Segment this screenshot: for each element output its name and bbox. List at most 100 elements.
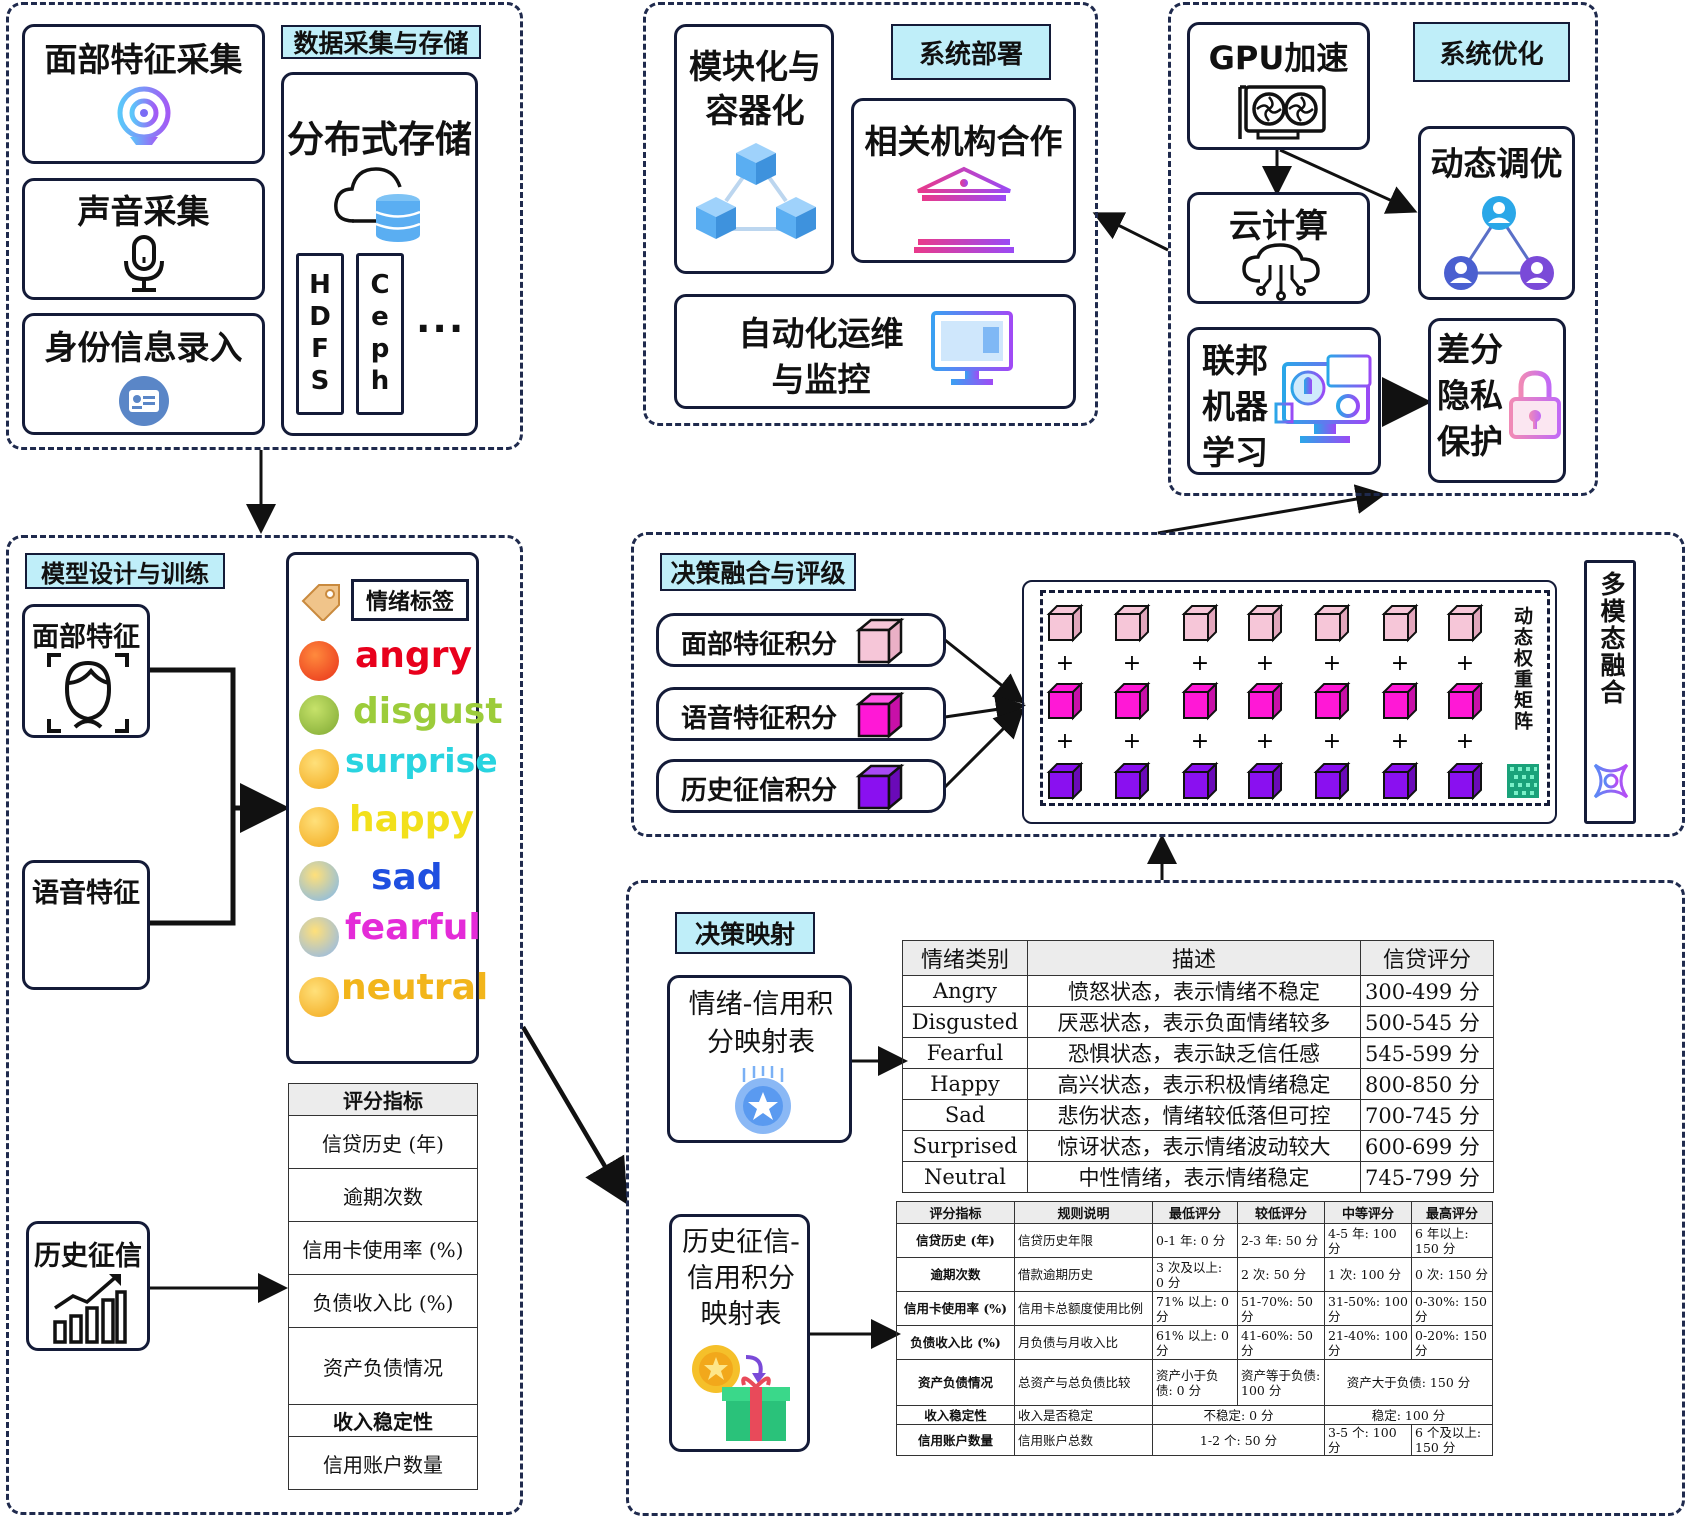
history-table-cell: 资产负债情况 bbox=[896, 1359, 1015, 1406]
system-optimize-panel bbox=[1168, 2, 1598, 496]
history-table-cell: 1 次: 100 分 bbox=[1324, 1257, 1412, 1292]
plus-sign: + bbox=[1056, 651, 1074, 676]
voice-collection-box: 声音采集 bbox=[22, 178, 265, 300]
weight-cube bbox=[1313, 761, 1351, 801]
history-table-header: 最低评分 bbox=[1152, 1201, 1238, 1224]
voice-collection-label: 声音采集 bbox=[77, 192, 210, 231]
emotion-table-cell: 545-599 分 bbox=[1360, 1037, 1494, 1069]
history-table-cell: 负债收入比 (%) bbox=[896, 1325, 1015, 1360]
metric-item: 资产负债情况 bbox=[288, 1327, 478, 1405]
storage-ellipsis: ... bbox=[416, 297, 466, 341]
happy-emoji-icon bbox=[299, 807, 339, 847]
emotion-table-cell: 惊讶状态，表示情绪波动较大 bbox=[1027, 1130, 1361, 1162]
webcam-icon bbox=[117, 86, 170, 145]
face-scan-icon bbox=[47, 653, 129, 733]
plus-sign: + bbox=[1456, 729, 1474, 754]
dynamic-tuning-label: 动态调优 bbox=[1430, 144, 1563, 183]
history-table-cell: 51-70%: 50 分 bbox=[1237, 1291, 1325, 1326]
weight-cube bbox=[1181, 681, 1219, 721]
id-card-icon bbox=[118, 376, 169, 426]
history-table-cell: 6 个及以上: 150 分 bbox=[1411, 1424, 1493, 1456]
face-feature-box: 面部特征 bbox=[22, 604, 150, 738]
history-table-cell: 资产等于负债: 100 分 bbox=[1237, 1359, 1325, 1406]
history-mapping-title: 历史征信-信用积分映射表 bbox=[682, 1227, 800, 1330]
history-table-cell: 月负债与月收入比 bbox=[1014, 1325, 1153, 1360]
dynamic-weight-matrix-label: 动态权重矩阵 bbox=[1511, 606, 1533, 732]
weight-matrix-inner bbox=[1040, 590, 1550, 806]
emotion-table-cell: 745-799 分 bbox=[1360, 1161, 1494, 1193]
sound-wave-icon bbox=[53, 911, 121, 981]
gpu-box: GPU加速 bbox=[1187, 22, 1370, 150]
plus-sign: + bbox=[1123, 651, 1141, 676]
emotion-angry: angry bbox=[355, 635, 472, 676]
history-table-cell: 4-5 年: 100 分 bbox=[1324, 1223, 1412, 1258]
history-table-header: 中等评分 bbox=[1324, 1201, 1412, 1224]
history-table-cell: 31-50%: 100 分 bbox=[1324, 1291, 1412, 1326]
emotion-mapping-title: 情绪-信用积分映射表 bbox=[688, 989, 834, 1058]
emotion-table-cell: Disgusted bbox=[902, 1006, 1028, 1038]
weight-cube bbox=[1246, 603, 1284, 643]
metric-item: 逾期次数 bbox=[288, 1168, 478, 1222]
emotion-table-cell: Fearful bbox=[902, 1037, 1028, 1069]
emotion-table-cell: 800-850 分 bbox=[1360, 1068, 1494, 1100]
emotion-table-cell: 300-499 分 bbox=[1360, 975, 1494, 1007]
plus-sign: + bbox=[1123, 729, 1141, 754]
history-table-cell: 收入稳定性 bbox=[896, 1405, 1015, 1425]
history-table-cell: 信用卡总额度使用比例 bbox=[1014, 1291, 1153, 1326]
disgust-emoji-icon bbox=[299, 695, 339, 735]
history-table-cell: 0 次: 150 分 bbox=[1411, 1257, 1493, 1292]
surprise-emoji-icon bbox=[299, 749, 339, 789]
gift-icon bbox=[692, 1345, 790, 1441]
metric-item: 信用账户数量 bbox=[288, 1436, 478, 1490]
voice-feature-box: 语音特征 bbox=[22, 860, 150, 990]
weight-cube bbox=[1446, 761, 1484, 801]
monitor-icon bbox=[931, 311, 1013, 385]
multimodal-fusion-box: 多模态融合 bbox=[1584, 560, 1636, 824]
metric-item: 负债收入比 (%) bbox=[288, 1274, 478, 1328]
lock-icon bbox=[1509, 370, 1561, 439]
cubes-icon bbox=[696, 143, 816, 239]
emotion-table-cell: 中性情绪，表示情绪稳定 bbox=[1027, 1161, 1361, 1193]
angry-emoji-icon bbox=[299, 641, 339, 681]
ceph-box: Ceph bbox=[356, 253, 404, 415]
weight-cube bbox=[1046, 761, 1084, 801]
emotion-table-cell: Surprised bbox=[902, 1130, 1028, 1162]
modular-container-label: 模块化与容器化 bbox=[689, 47, 821, 130]
history-table-cell: 总资产与总负债比较 bbox=[1014, 1359, 1153, 1406]
sad-emoji-icon bbox=[299, 861, 339, 901]
neutral-emoji-icon bbox=[299, 977, 339, 1017]
emotion-table-cell: 悲伤状态，情绪较低落但可控 bbox=[1027, 1099, 1361, 1131]
history-table-header: 较低评分 bbox=[1237, 1201, 1325, 1224]
emotion-table-cell: Neutral bbox=[902, 1161, 1028, 1193]
emotion-table-cell: Sad bbox=[902, 1099, 1028, 1131]
history-table-cell: 6 年以上: 150 分 bbox=[1411, 1223, 1493, 1258]
emotion-mapping-box: 情绪-信用积分映射表 bbox=[667, 975, 852, 1143]
weight-cube bbox=[1246, 681, 1284, 721]
system-deploy-panel bbox=[643, 2, 1098, 426]
auto-ops-line2: 与监控 bbox=[771, 360, 871, 399]
plus-sign: + bbox=[1323, 729, 1341, 754]
cloud-database-icon bbox=[334, 167, 421, 242]
emotion-table-cell: 厌恶状态，表示负面情绪较多 bbox=[1027, 1006, 1361, 1038]
weight-cube bbox=[1381, 761, 1419, 801]
dynamic-tuning-box: 动态调优 bbox=[1418, 126, 1575, 300]
cloud-network-icon bbox=[1242, 243, 1320, 301]
weight-cube bbox=[1046, 603, 1084, 643]
gpu-icon bbox=[1238, 85, 1326, 140]
data-collection-tag: 数据采集与存储 bbox=[281, 25, 481, 59]
history-table-cell: 3 次及以上: 0 分 bbox=[1152, 1257, 1238, 1292]
emotion-table-cell: 高兴状态，表示积极情绪稳定 bbox=[1027, 1068, 1361, 1100]
system-optimize-tag: 系统优化 bbox=[1413, 22, 1570, 82]
emotion-label-panel: 情绪标签 angry disgust surprise happy sad fe… bbox=[286, 552, 503, 1064]
model-design-tag: 模型设计与训练 bbox=[25, 553, 225, 589]
distributed-storage-box: 分布式存储 HDFS Ceph ... bbox=[281, 72, 478, 436]
microphone-icon bbox=[123, 235, 164, 292]
history-table-cell: 1-2 个: 50 分 bbox=[1152, 1424, 1325, 1456]
data-collection-panel bbox=[6, 2, 523, 450]
auto-ops-line1: 自动化运维 bbox=[738, 314, 904, 353]
emotion-table-cell: 600-699 分 bbox=[1360, 1130, 1494, 1162]
